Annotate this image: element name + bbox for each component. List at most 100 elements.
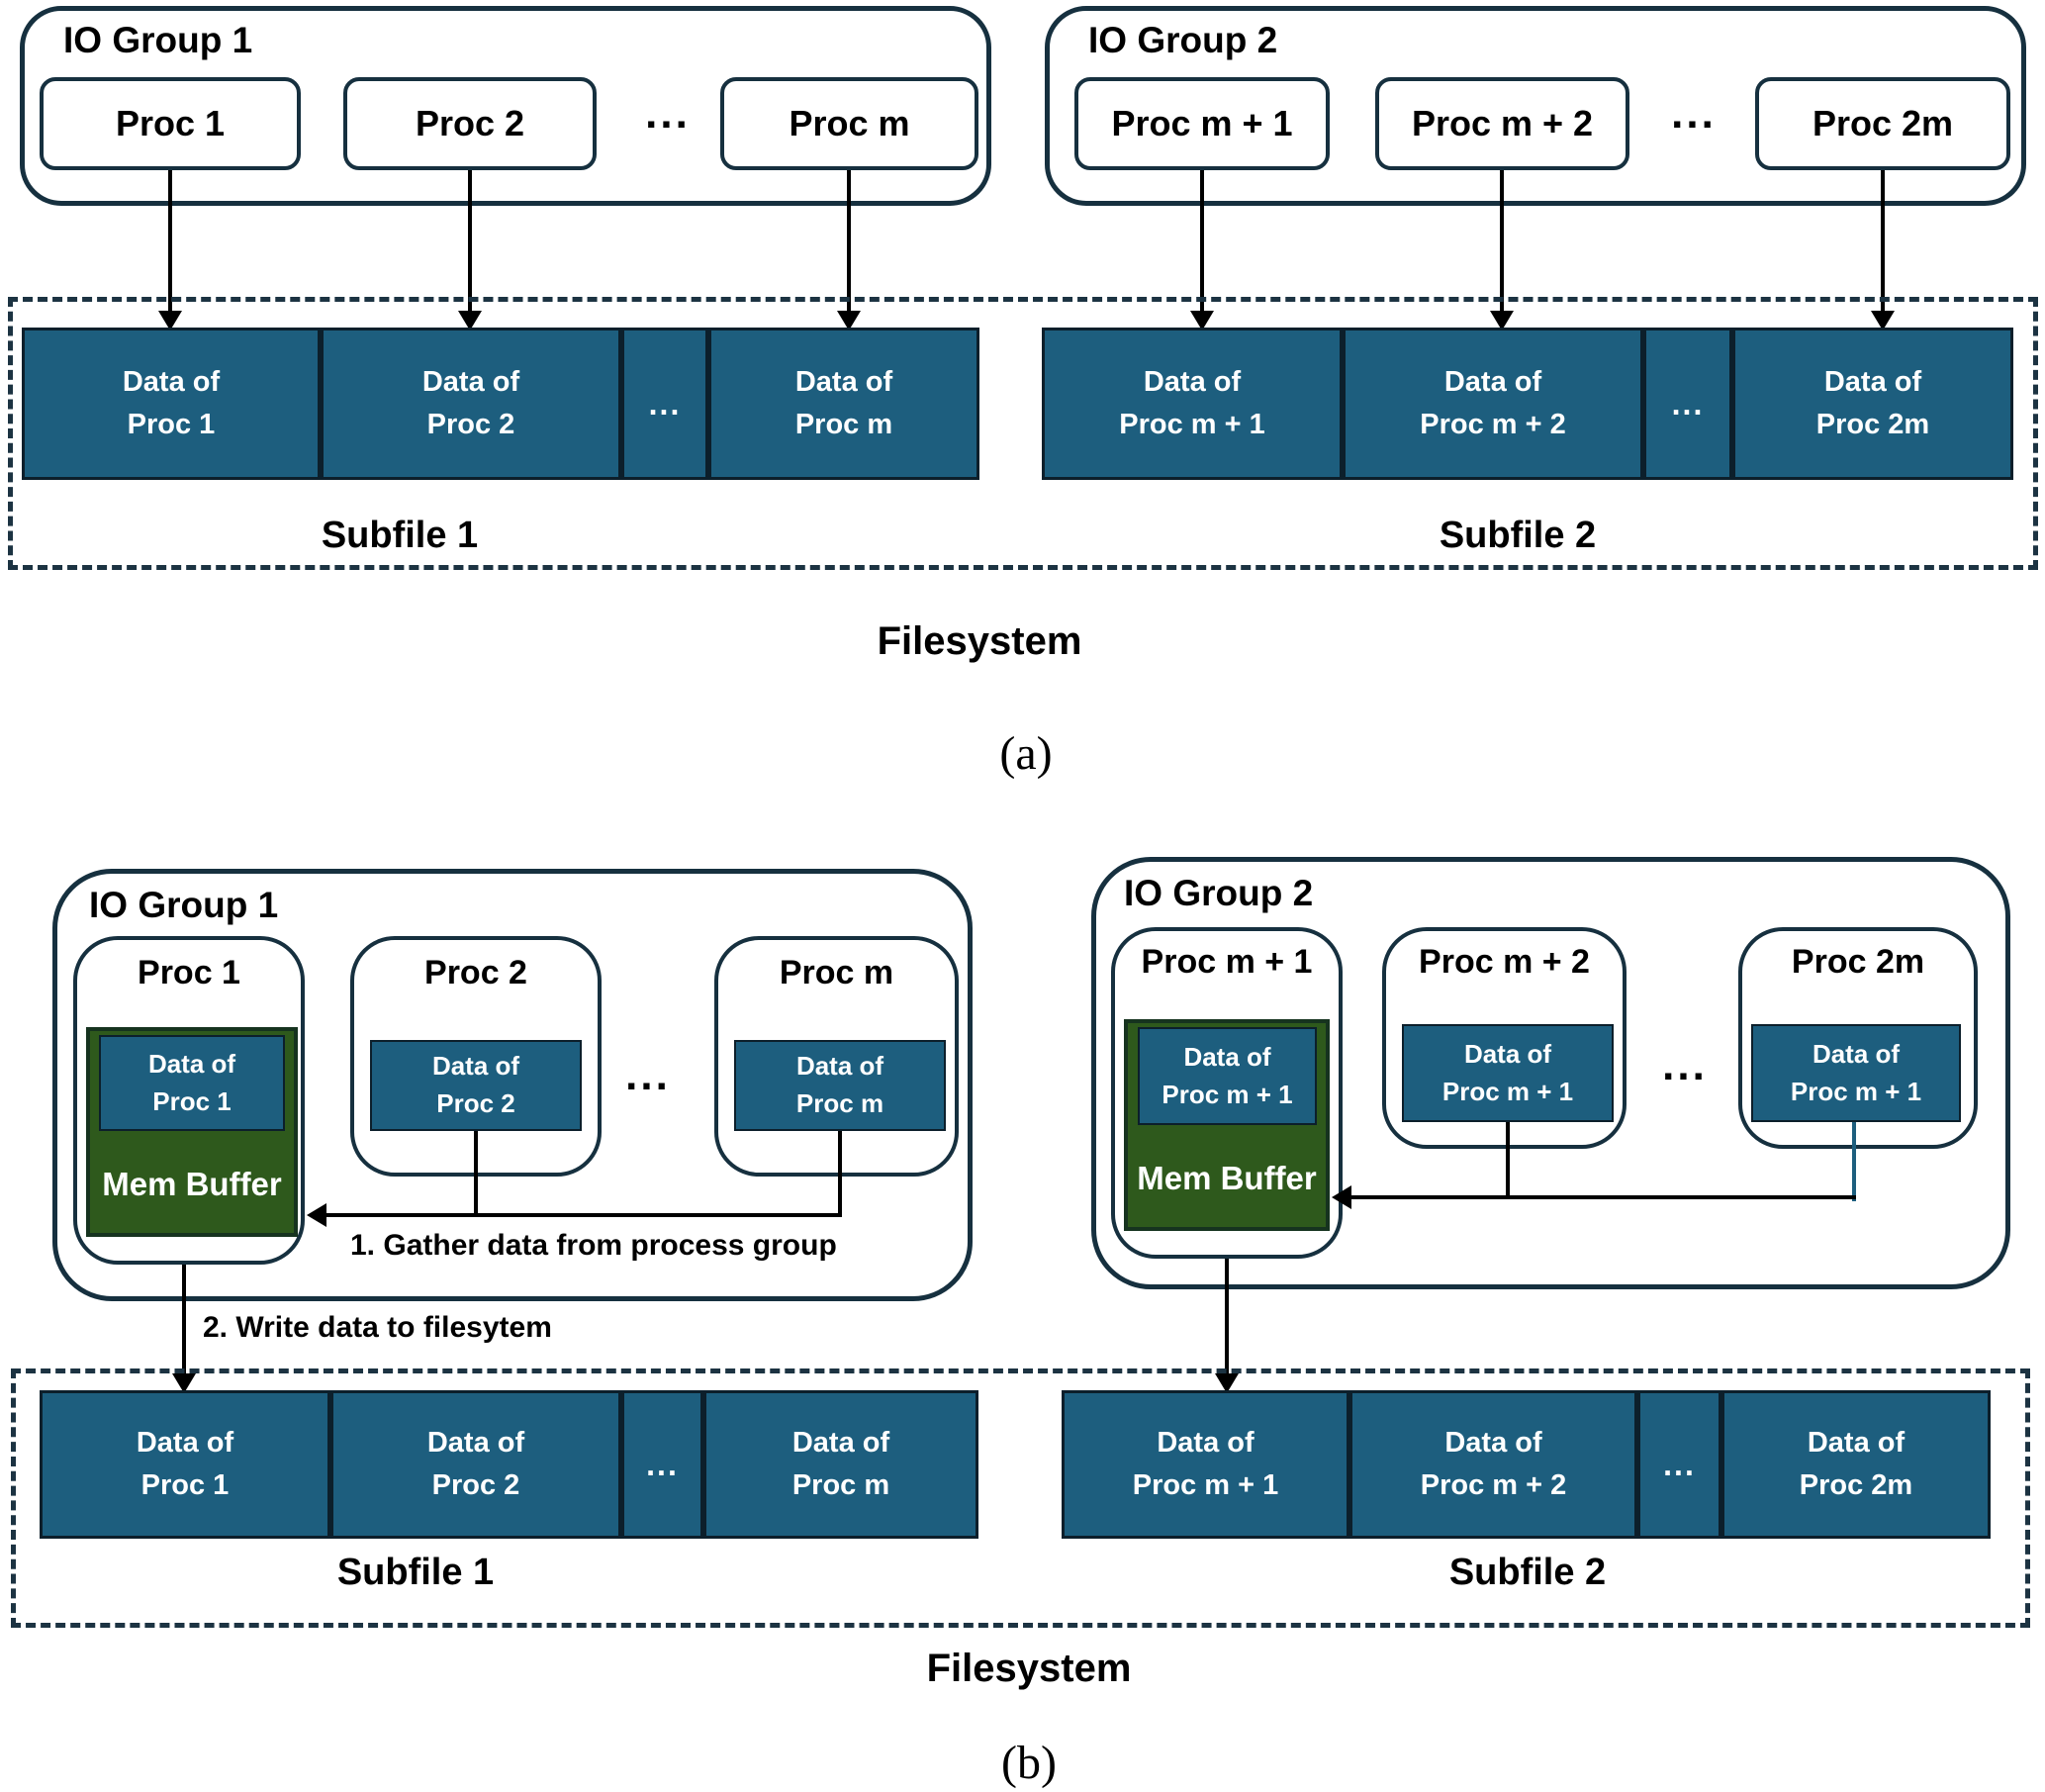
data-line: Data of: [791, 1426, 890, 1459]
a-arrow-procm1-line: [1200, 170, 1204, 313]
a-arrow-procm-head: [837, 311, 861, 330]
a-arrow-procm-line: [847, 170, 851, 313]
b-filesystem-box: [11, 1368, 2030, 1628]
data-line: Proc 1: [152, 1085, 232, 1116]
data-line: Proc 1: [140, 1469, 230, 1501]
b-g1-gather-line-horizontal: [326, 1213, 842, 1217]
b-g2-write-line: [1225, 1259, 1229, 1375]
ellipsis: ...: [1663, 1447, 1696, 1482]
data-line: Data of: [1443, 365, 1542, 398]
b-step2-label: 2. Write data to filesytem: [203, 1311, 552, 1344]
a-sf1-block-proc2: Data of Proc 2: [321, 328, 621, 480]
data-line: Proc 1: [127, 409, 216, 440]
b-step1-label: 1. Gather data from process group: [350, 1229, 837, 1262]
a-io-group-1-title: IO Group 1: [63, 20, 253, 60]
b-proc-m-title: Proc m: [779, 954, 894, 991]
b-proc-1-title: Proc 1: [138, 954, 240, 991]
data-line: Proc 2m: [1799, 1469, 1913, 1501]
b-g2-gather-line-procm2: [1506, 1122, 1510, 1199]
b-sf1-block-procm: Data of Proc m: [703, 1390, 978, 1539]
a-arrow-proc2-head: [458, 311, 482, 330]
b-g2-gather-arrowhead: [1332, 1185, 1351, 1209]
a-proc-2m-label: Proc 2m: [1812, 103, 1954, 143]
a-proc-2-label: Proc 2: [415, 103, 525, 143]
data-line: Data of: [1143, 365, 1242, 398]
a-proc-1-box: Proc 1: [40, 77, 301, 170]
a-sf2-block-proc2m: Data of Proc 2m: [1732, 328, 2013, 480]
b-proc-m1-data-box: Data of Proc m + 1: [1138, 1027, 1317, 1125]
data-line: Proc m: [794, 409, 893, 440]
data-line: Data of: [1463, 1038, 1552, 1069]
a-sf1-block-procm: Data of Proc m: [708, 328, 979, 480]
a-arrow-procm2-line: [1500, 170, 1504, 313]
a-subfile2-label: Subfile 2: [1439, 515, 1597, 556]
data-line: Data of: [1183, 1041, 1271, 1072]
a-proc-1-label: Proc 1: [115, 103, 226, 143]
b-g2-gather-line-horizontal: [1351, 1195, 1856, 1199]
a-proc-m1-label: Proc m + 1: [1111, 103, 1293, 143]
data-line: Proc m: [795, 1088, 884, 1118]
b-proc-2m-title: Proc 2m: [1791, 943, 1925, 981]
b-group2-ellipsis: ...: [1662, 1041, 1708, 1089]
a-io-group-2-title: IO Group 2: [1088, 20, 1278, 60]
data-line: Proc m: [791, 1469, 890, 1501]
a-proc-m2-box: Proc m + 2: [1375, 77, 1629, 170]
data-line: Data of: [1807, 1426, 1906, 1459]
a-subfile1-label: Subfile 1: [321, 515, 479, 556]
b-proc-m1-title: Proc m + 1: [1141, 943, 1313, 981]
data-line: Data of: [794, 365, 893, 398]
b-io-group-2-title: IO Group 2: [1124, 873, 1314, 913]
a-filesystem-label: Filesystem: [877, 619, 1082, 663]
data-line: Proc 2: [431, 1469, 520, 1501]
data-line: Data of: [1157, 1426, 1255, 1459]
data-line: Proc m + 1: [1132, 1469, 1279, 1501]
data-line: Proc m + 1: [1441, 1076, 1574, 1106]
b-subfile1-label: Subfile 1: [336, 1552, 495, 1593]
a-sf2-block-ellipsis: ...: [1643, 328, 1732, 480]
b-g2-write-arrowhead: [1215, 1373, 1239, 1393]
b-proc-m2-title: Proc m + 2: [1419, 943, 1590, 981]
b-proc-2m-data-box: Data of Proc m + 1: [1751, 1024, 1961, 1122]
data-line: Data of: [147, 1048, 236, 1079]
b-g1-write-line: [182, 1265, 186, 1375]
ellipsis: ...: [648, 386, 682, 422]
data-line: Data of: [1823, 365, 1922, 398]
data-line: Proc m + 1: [1119, 409, 1265, 440]
a-arrow-proc2-line: [468, 170, 472, 313]
b-io-group-1-title: IO Group 1: [89, 885, 279, 925]
b-g1-gather-line-procm: [838, 1131, 842, 1217]
data-line: Data of: [122, 365, 221, 398]
a-proc-m-box: Proc m: [720, 77, 978, 170]
a-arrow-procm1-head: [1190, 311, 1214, 330]
data-line: Data of: [421, 365, 520, 398]
b-g1-gather-line-proc2: [474, 1131, 478, 1217]
a-arrow-proc1-head: [158, 311, 182, 330]
a-arrow-proc2m-line: [1881, 170, 1885, 313]
b-g1-write-arrowhead: [172, 1373, 196, 1393]
data-line: Data of: [1444, 1426, 1542, 1459]
b-sf2-block-proc2m: Data of Proc 2m: [1721, 1390, 1991, 1539]
b-sf2-block-procm1: Data of Proc m + 1: [1062, 1390, 1349, 1539]
data-line: Data of: [1812, 1038, 1901, 1069]
b-proc-2-title: Proc 2: [424, 954, 527, 991]
data-line: Proc 2m: [1815, 409, 1930, 440]
data-line: Proc m + 2: [1420, 409, 1566, 440]
b-subfile2-label: Subfile 2: [1448, 1552, 1607, 1593]
a-arrow-proc1-line: [168, 170, 172, 313]
a-arrow-proc2m-head: [1871, 311, 1895, 330]
data-line: Proc m + 1: [1790, 1076, 1922, 1106]
a-caption: (a): [999, 727, 1053, 780]
b-sf1-block-ellipsis: ...: [621, 1390, 703, 1539]
data-line: Proc m + 1: [1162, 1079, 1293, 1109]
a-proc-2-box: Proc 2: [343, 77, 597, 170]
b-proc-m1-mem-buffer-label: Mem Buffer: [1137, 1160, 1317, 1196]
a-group2-ellipsis: ...: [1671, 89, 1717, 138]
b-proc-m2-data-box: Data of Proc m + 1: [1402, 1024, 1614, 1122]
data-line: Proc 2: [436, 1088, 515, 1118]
data-line: Proc 2: [426, 409, 515, 440]
b-filesystem-label: Filesystem: [926, 1647, 1132, 1690]
